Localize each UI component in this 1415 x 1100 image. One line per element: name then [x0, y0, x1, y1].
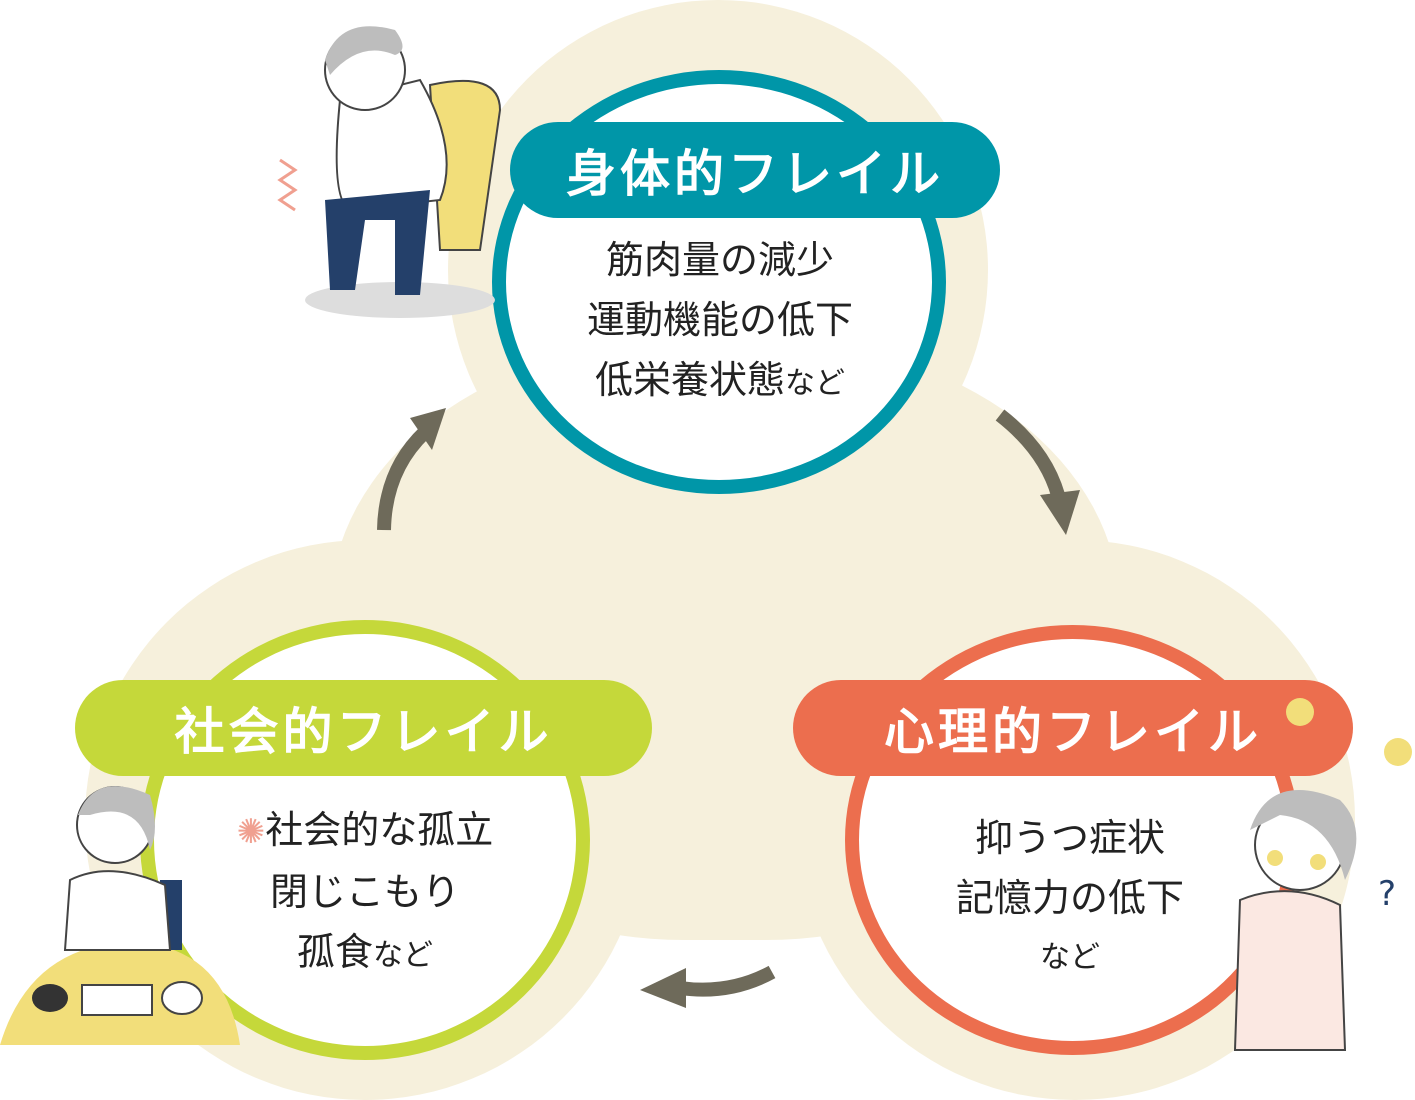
description-text: 社会的な孤立	[265, 808, 494, 852]
physical-frailty-description: 筋肉量の減少 運動機能の低下 低栄養状態など	[520, 230, 920, 414]
elderly-man-knee-pain-illustration	[277, 26, 502, 318]
psychological-frailty-label: 心理的フレイル	[793, 680, 1353, 776]
description-line: 孤食など	[200, 922, 530, 986]
arrow-head-icon	[1040, 490, 1080, 535]
arrow-psychological-to-social	[679, 965, 776, 997]
description-line: など	[1040, 940, 1100, 975]
suffix-text: など	[785, 366, 845, 401]
arrow-head-icon	[640, 968, 686, 1008]
psychological-frailty-description: 抑うつ症状 記憶力の低下 など	[920, 808, 1220, 988]
description-text: 低栄養状態	[594, 358, 785, 402]
svg-text:?: ?	[1378, 874, 1396, 914]
social-frailty-label: 社会的フレイル	[75, 680, 652, 776]
arrow-head-icon	[410, 408, 446, 450]
description-line: 記憶力の低下	[955, 876, 1184, 920]
description-text: 孤食	[296, 930, 373, 974]
description-line: 閉じこもり	[269, 870, 460, 914]
arrow-physical-to-psychological	[995, 409, 1065, 498]
social-frailty-description: ✺社会的な孤立 閉じこもり 孤食など	[200, 800, 530, 986]
description-line: 運動機能の低下	[586, 298, 853, 342]
elderly-woman-confused-illustration: ?	[1233, 698, 1412, 1051]
elderly-person-eating-alone-illustration	[0, 786, 240, 1045]
description-line: 筋肉量の減少	[605, 238, 834, 282]
description-line: ✺社会的な孤立	[200, 800, 530, 862]
description-line: 抑うつ症状	[974, 816, 1165, 860]
arrow-social-to-physical	[377, 426, 430, 531]
tangle-icon: ✺	[236, 812, 266, 852]
physical-frailty-label: 身体的フレイル	[510, 122, 1000, 218]
description-line: 低栄養状態など	[520, 350, 920, 414]
suffix-text: など	[373, 938, 433, 973]
